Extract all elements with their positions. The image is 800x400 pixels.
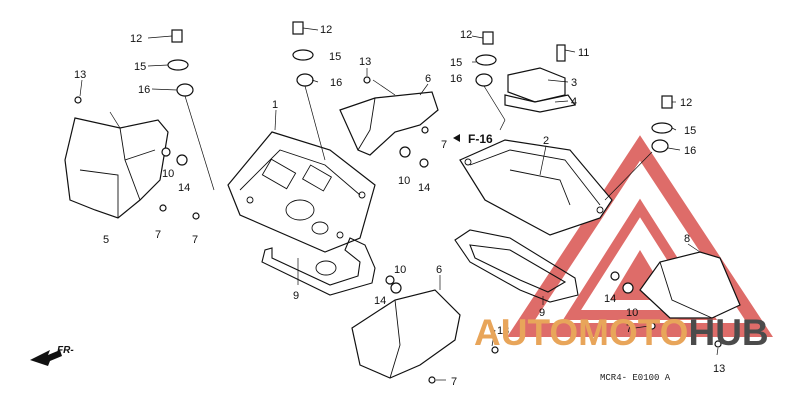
gasket-9-right: [454, 229, 579, 303]
callout-15: 15: [450, 57, 462, 69]
callout-14: 14: [374, 295, 386, 307]
callout-6: 6: [436, 264, 442, 276]
callout-7: 7: [451, 376, 457, 388]
watermark-text: AUTOMOTOHUB: [474, 312, 769, 353]
callout-15: 15: [684, 125, 696, 137]
callout-9: 9: [293, 290, 299, 302]
callout-13: 13: [74, 69, 86, 81]
section-arrow-icon: [453, 134, 460, 142]
cover-8: [639, 251, 741, 319]
diagram-code: MCR4- E0100 A: [600, 373, 671, 383]
watermark-prefix: AUTOMOTO: [474, 312, 688, 353]
callout-14: 14: [604, 293, 616, 305]
callout-13: 13: [497, 325, 509, 337]
head-cover-1: [227, 131, 376, 253]
callout-10: 10: [626, 307, 638, 319]
callout-14: 14: [418, 182, 430, 194]
callout-12: 12: [130, 33, 142, 45]
callout-6: 6: [425, 73, 431, 85]
callout-7: 7: [155, 229, 161, 241]
callout-5: 5: [103, 234, 109, 246]
fasteners: [74, 21, 722, 384]
grommet: [315, 260, 337, 276]
callout-16: 16: [330, 77, 342, 89]
callout-7: 7: [626, 323, 632, 335]
callout-2: 2: [543, 135, 549, 147]
callout-7: 7: [441, 139, 447, 151]
callout-10: 10: [394, 264, 406, 276]
callout-16: 16: [450, 73, 462, 85]
leader-lines: [79, 27, 719, 381]
callout-9: 9: [539, 307, 545, 319]
callout-3: 3: [571, 77, 577, 89]
callout-4: 4: [571, 96, 577, 108]
callout-11: 11: [578, 47, 589, 59]
callout-8: 8: [684, 233, 690, 245]
callout-15: 15: [329, 51, 341, 63]
section-reference: F-16: [468, 132, 493, 146]
callout-15: 15: [134, 61, 146, 73]
callout-16: 16: [138, 84, 150, 96]
head-cover-2: [459, 139, 613, 236]
callout-12: 12: [460, 29, 472, 41]
gasket-9-left: [261, 237, 376, 296]
callout-13: 13: [713, 363, 725, 375]
coil-3: [504, 67, 577, 113]
callout-10: 10: [162, 168, 174, 180]
front-arrow-label: FR-: [57, 345, 74, 356]
front-arrow-icon: [30, 350, 62, 366]
callout-10: 10: [398, 175, 410, 187]
callout-12: 12: [320, 24, 332, 36]
callout-14: 14: [178, 182, 190, 194]
cover-6-top: [339, 91, 439, 156]
callout-13: 13: [359, 56, 371, 68]
callout-1: 1: [272, 99, 278, 111]
cover-5: [64, 117, 169, 219]
callout-numbers: 12 15 16 13 12 15 16 1 13 6 7 10 14 5 7 …: [74, 24, 725, 388]
callout-16: 16: [684, 145, 696, 157]
callout-12: 12: [680, 97, 692, 109]
callout-7: 7: [192, 234, 198, 246]
cover-6-bottom: [351, 289, 461, 379]
watermark-suffix: HUB: [688, 312, 768, 353]
